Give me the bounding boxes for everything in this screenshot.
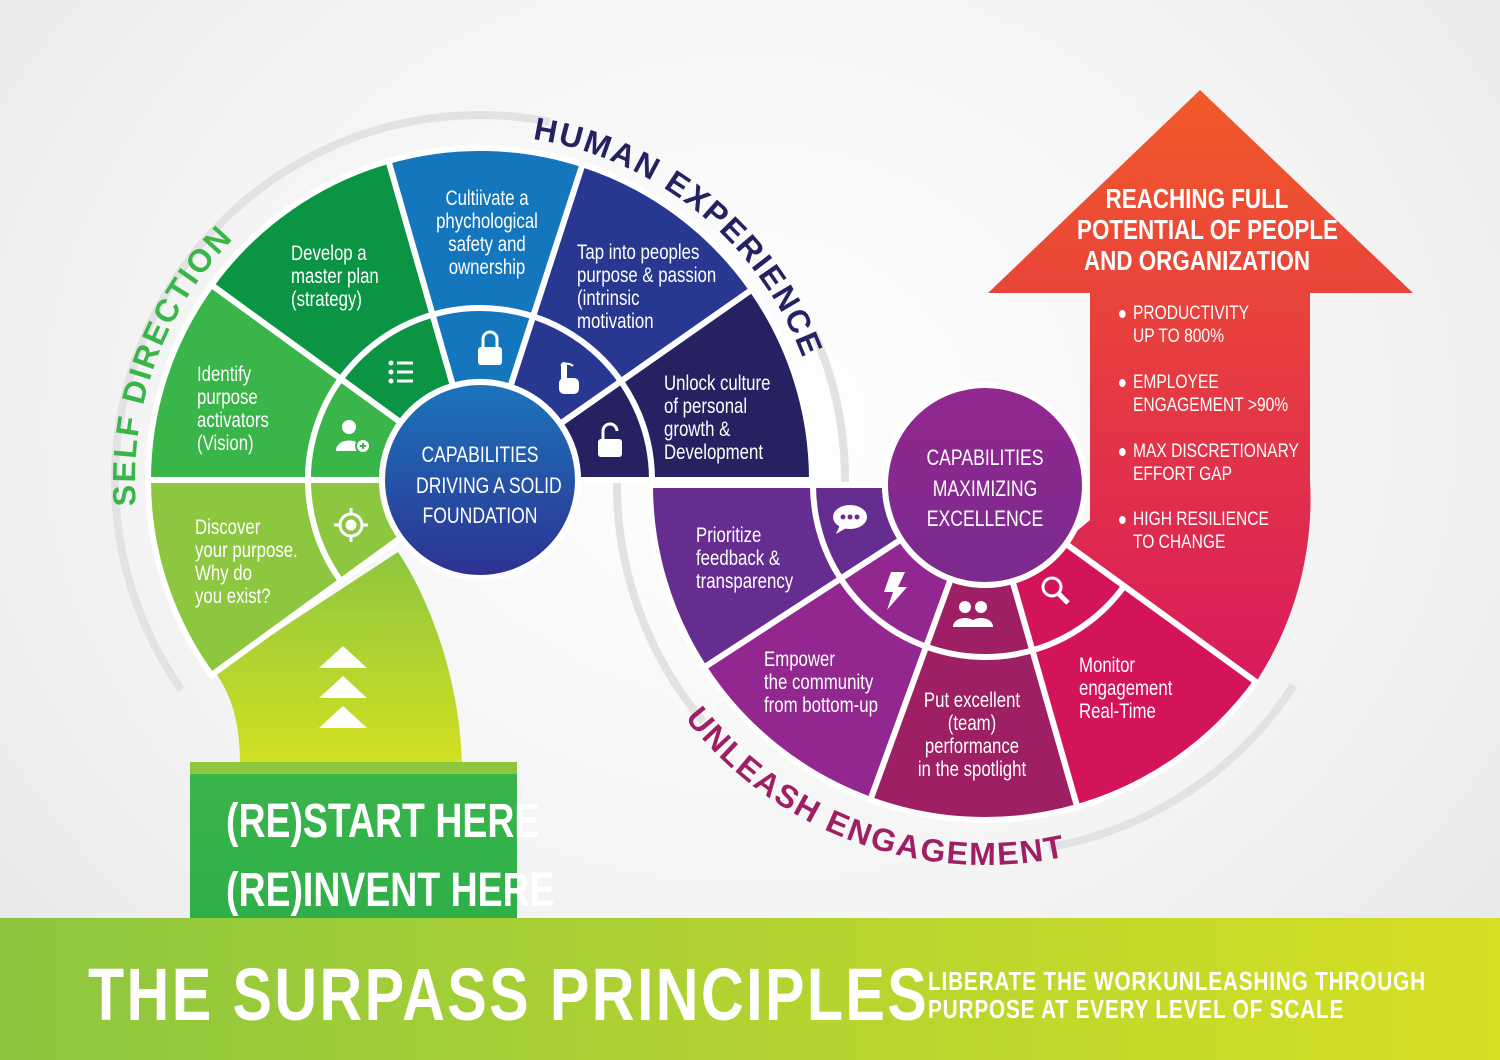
curved-label-letter: E (106, 461, 142, 483)
icon-ring-divider (305, 305, 655, 583)
hand-pointer-icon (559, 362, 579, 394)
curved-label-letter: S (106, 484, 143, 507)
restart-label: (RE)START HERE (225, 795, 540, 848)
curved-label-letter: T (1041, 828, 1067, 867)
curved-label-letter: E (945, 834, 969, 871)
lightning-icon (884, 572, 907, 610)
background-arc (809, 329, 849, 487)
chat-icon (833, 505, 867, 534)
start-box-top (190, 762, 517, 774)
icon-ring-divider (810, 484, 1127, 660)
background-arc (613, 478, 707, 725)
right-center-circle (882, 382, 1088, 588)
curved-label-letter: F (109, 414, 148, 439)
search-icon (1041, 576, 1070, 605)
background-arc (111, 111, 551, 692)
arrow-body (988, 90, 1413, 682)
start-box (190, 762, 517, 935)
left-center-circle (379, 379, 581, 581)
curved-label-letter: G (918, 831, 948, 870)
unlock-icon (598, 422, 622, 457)
list-icon (388, 360, 413, 384)
lock-icon (478, 330, 502, 365)
background-arcs (111, 111, 1297, 852)
people-icon (953, 601, 993, 627)
footer-band (0, 918, 1500, 1060)
curved-label-letter: N (1017, 832, 1044, 871)
background-arc (1048, 683, 1297, 852)
target-icon (334, 508, 368, 542)
curved-label-letter: E (996, 835, 1020, 872)
curved-label-letter: M (969, 836, 996, 872)
page-title: THE SURPASS PRINCIPLES (88, 953, 930, 1036)
user-plus-icon (336, 420, 371, 454)
curved-label-letter: L (107, 437, 145, 460)
reinvent-label: (RE)INVENT HERE (225, 864, 555, 917)
start-arrows (319, 646, 367, 728)
